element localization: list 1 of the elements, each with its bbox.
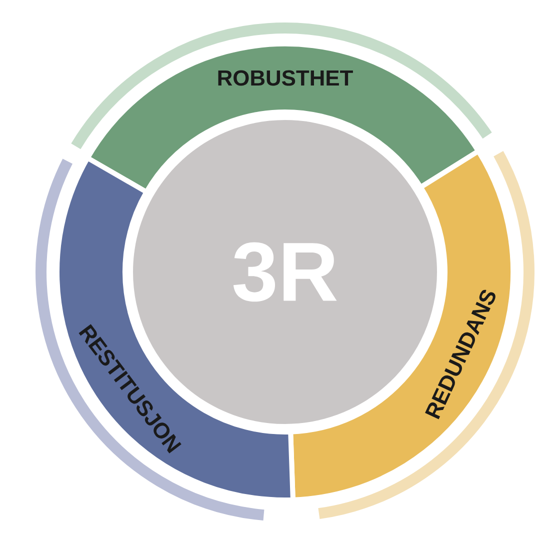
ring-segment: ROBUSTHET [85, 41, 481, 194]
